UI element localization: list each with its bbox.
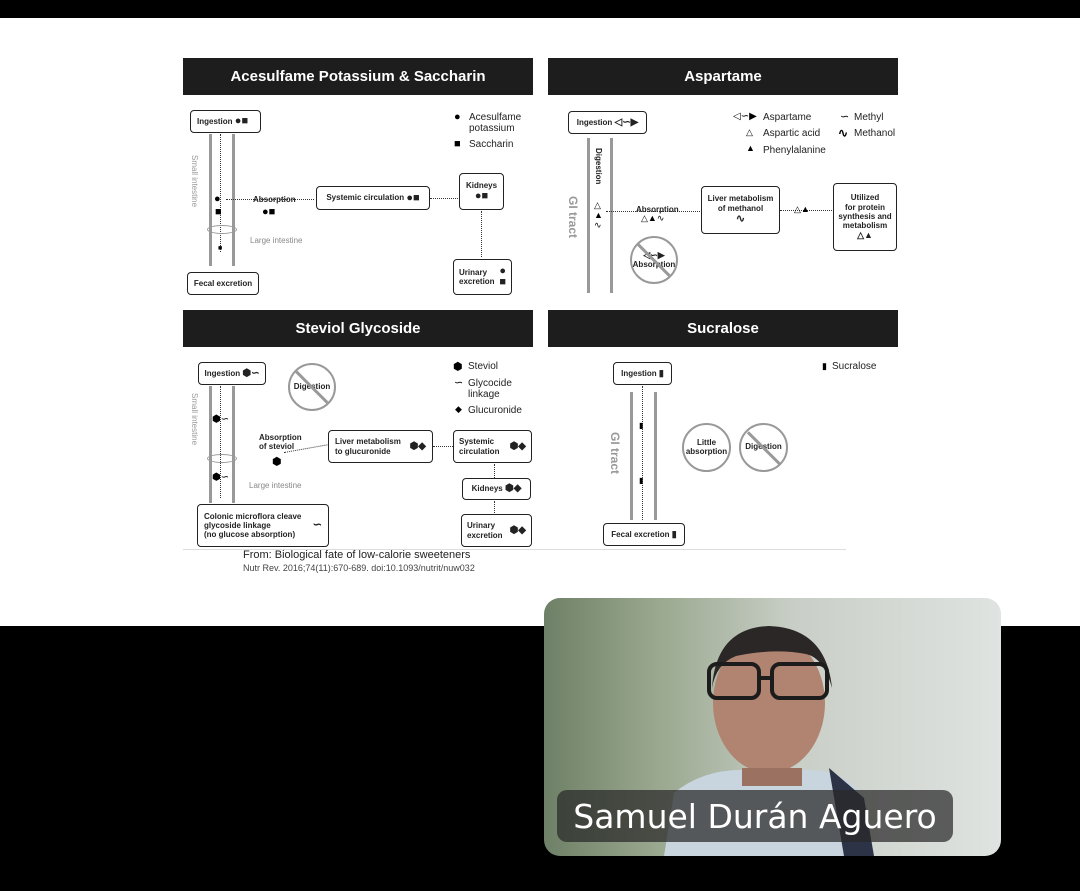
ak-large-intestine-label: Large intestine xyxy=(250,236,303,245)
stev-legend-glucuronide: Glucuronide xyxy=(468,405,522,416)
ak-circle-marker: ● xyxy=(214,193,221,205)
stev-kidneys-box: Kidneys ⬢◆ xyxy=(462,478,531,500)
methyl-legend-icon: ∽ xyxy=(840,111,850,123)
sucralose-legend-icon: ▮ xyxy=(822,361,827,371)
ak-systemic-box: Systemic circulation ●■ xyxy=(316,186,430,210)
ak-flow-down xyxy=(220,134,221,252)
asp-digestion-label: Digestion xyxy=(594,148,603,185)
stev-intestine-wall-left xyxy=(209,386,212,503)
ak-ingestion-box: Ingestion ●■ xyxy=(190,110,261,133)
stev-legend-linkage: Glycocide linkage xyxy=(468,378,512,400)
asp-liver-box: Liver metabolism of methanol∿ xyxy=(701,186,780,234)
stev-flow-systemic xyxy=(433,446,453,447)
suc-fecal-box: Fecal excretion ▮ xyxy=(603,523,685,546)
citation-title: From: Biological fate of low-calorie swe… xyxy=(243,549,471,561)
hexagon-legend-icon: ⬢ xyxy=(453,361,463,373)
panel-title-steviol: Steviol Glycoside xyxy=(183,310,533,347)
ak-small-square-marker: ■ xyxy=(218,245,223,252)
filled-triangle-legend-icon: ▲ xyxy=(746,143,755,153)
asp-legend-methanol: Methanol xyxy=(854,128,896,139)
stev-intestine-wall-right xyxy=(232,386,235,503)
participant-name: Samuel Durán Aguero xyxy=(573,796,937,836)
suc-marker-upper: ▮ xyxy=(639,421,644,430)
stev-flow-kidneys xyxy=(494,464,495,478)
asp-legend-methyl: Methyl xyxy=(854,112,884,123)
ak-kidneys-box: Kidneys●■ xyxy=(459,173,504,210)
asp-absorption-markers: △▲∿ xyxy=(641,213,665,223)
methanol-legend-icon: ∿ xyxy=(838,126,849,140)
panel-title-aspartame: Aspartame xyxy=(548,58,898,95)
ak-intestine-wall-left xyxy=(209,134,212,266)
citation-reference: Nutr Rev. 2016;74(11):670-689. doi:10.10… xyxy=(243,563,475,573)
suc-gi-wall-right xyxy=(654,392,657,520)
ak-absorption-markers: ●■ xyxy=(262,206,276,218)
asp-metabolite-markers: △▲∿ xyxy=(594,200,603,230)
slide-divider xyxy=(183,549,846,550)
suc-ingestion-box: Ingestion ▮ xyxy=(613,362,672,385)
panel-title-sucralose: Sucralose xyxy=(548,310,898,347)
asp-legend-aspartame: Aspartame xyxy=(763,112,812,123)
ak-small-intestine-label: Small intestine xyxy=(190,155,199,208)
ak-urinary-box: Urinary excretion●■ xyxy=(453,259,512,295)
stev-large-intestine-ring xyxy=(207,454,237,463)
asp-gi-wall-left xyxy=(587,138,590,293)
stev-systemic-box: Systemic circulation⬢◆ xyxy=(453,430,532,463)
stev-ingestion-box: Ingestion ⬢∽ xyxy=(198,362,266,385)
ak-fecal-box: Fecal excretion xyxy=(187,272,259,295)
name-label-background xyxy=(557,790,953,842)
ak-square-marker: ■ xyxy=(215,206,222,218)
stev-urinary-box: Urinary excretion⬢◆ xyxy=(461,514,532,547)
asp-gi-label: GI tract xyxy=(566,196,580,239)
panel-title-acesulfame: Acesulfame Potassium & Saccharin xyxy=(183,58,533,95)
stev-legend-steviol: Steviol xyxy=(468,361,499,372)
suc-gi-wall-left xyxy=(630,392,633,520)
open-triangle-legend-icon: △ xyxy=(746,127,753,137)
ak-flow-to-kidneys xyxy=(430,198,458,199)
ak-legend-saccharin: Saccharin xyxy=(469,139,514,150)
asp-utilized-box: Utilized for protein synthesis and metab… xyxy=(833,183,897,251)
stev-small-intestine-label: Small intestine xyxy=(190,393,199,446)
ak-flow-to-urinary xyxy=(481,211,482,257)
stev-marker-lower: ⬢∽ xyxy=(212,472,230,483)
asp-flow-absorption xyxy=(606,211,700,212)
asp-ingestion-box: Ingestion ◁∽▶ xyxy=(568,111,647,134)
ak-flow-absorption xyxy=(226,199,314,200)
asp-no-absorption-icon: ◁∽▶Absorption xyxy=(630,236,678,284)
suc-legend-sucralose: Sucralose xyxy=(832,361,877,372)
stev-no-digestion-icon: Digestion xyxy=(288,363,336,411)
circle-legend-icon: ● xyxy=(454,111,461,123)
square-legend-icon: ■ xyxy=(454,138,461,150)
stev-flow-urinary xyxy=(494,501,495,513)
ak-absorption-label: Absorption xyxy=(253,195,296,204)
diamond-legend-icon: ◆ xyxy=(455,404,462,414)
stev-absorption-label: Absorption of steviol xyxy=(259,433,302,452)
presentation-slide xyxy=(0,18,1080,626)
suc-little-absorption-icon: Little absorption xyxy=(682,423,731,472)
asp-flow-utilized xyxy=(780,210,832,211)
asp-legend-phenylalanine: Phenylalanine xyxy=(763,145,826,156)
stev-colonic-box: Colonic microflora cleave glycoside link… xyxy=(197,504,329,547)
asp-legend-aspartic: Aspartic acid xyxy=(763,128,821,139)
ak-large-intestine-ring xyxy=(207,225,237,234)
suc-marker-lower: ▮ xyxy=(639,476,644,485)
stev-liver-box: Liver metabolism to glucuronide⬢◆ xyxy=(328,430,433,463)
ak-legend-acesulfame: Acesulfame potassium xyxy=(469,112,522,134)
suc-no-digestion-icon: Digestion xyxy=(739,423,788,472)
ak-intestine-wall-right xyxy=(232,134,235,266)
asp-utilized-markers: △▲ xyxy=(794,204,810,214)
stev-flow-down xyxy=(220,386,221,498)
suc-gi-label: GI tract xyxy=(608,432,622,475)
aspartame-legend-icon: ◁∽▶ xyxy=(733,111,757,122)
asp-gi-wall-right xyxy=(610,138,613,293)
stev-marker-upper: ⬢∽ xyxy=(212,414,230,425)
suc-flow-down xyxy=(642,386,643,520)
asp-absorption-label: Absorption xyxy=(636,205,679,214)
linkage-legend-icon: ∽ xyxy=(454,377,464,389)
stev-large-intestine-label: Large intestine xyxy=(249,481,302,490)
stev-absorption-marker: ⬢ xyxy=(272,456,282,468)
